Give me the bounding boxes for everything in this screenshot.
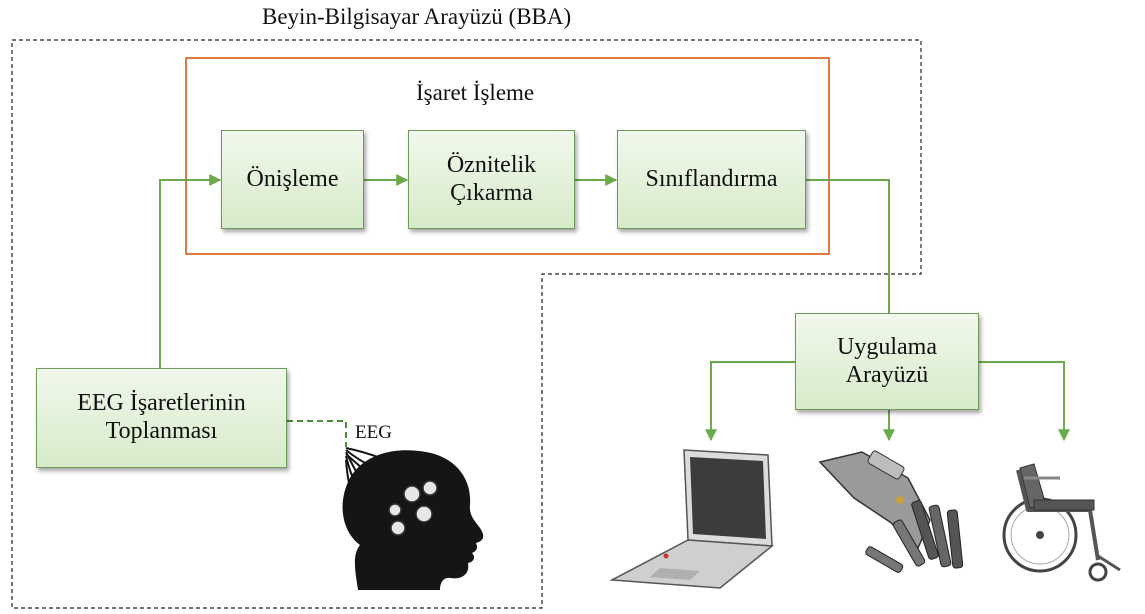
eeg-sensor-connector: [287, 420, 347, 447]
signal-processing-label: İşaret İşleme: [416, 80, 535, 105]
robotic-hand-icon: [818, 450, 964, 573]
bba-boundary-frame: [11, 39, 922, 609]
feature-extraction-box: Öznitelik Çıkarma: [408, 130, 575, 229]
laptop-icon: [609, 449, 774, 589]
connector-classification-to-application: [806, 179, 890, 313]
eeg-sensor-label: EEG: [355, 422, 392, 443]
head-electrodes-icon: [342, 447, 484, 590]
arrow-application-to-wheelchair: [979, 361, 1070, 442]
application-interface-box: Uygulama Arayüzü: [795, 313, 979, 410]
diagram-title: Beyin-Bilgisayar Arayüzü (BBA): [262, 4, 572, 29]
signal-processing-frame: [185, 57, 830, 255]
preprocessing-box: Önişleme: [221, 130, 364, 229]
arrow-application-to-laptop: [705, 361, 795, 442]
classification-box: Sınıflandırma: [617, 130, 806, 229]
arrow-acquisition-to-preprocessing: [159, 174, 222, 368]
eeg-acquisition-box: EEG İşaretlerinin Toplanması: [36, 368, 287, 468]
wheelchair-icon: [1002, 463, 1121, 582]
